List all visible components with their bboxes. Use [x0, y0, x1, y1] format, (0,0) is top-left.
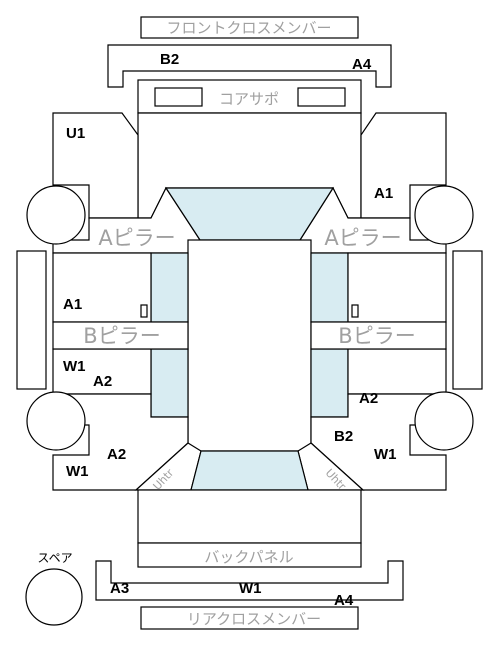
damage-code-rear-left-a2: A2 [107, 446, 126, 463]
rear-cross-member-box[interactable] [140, 606, 359, 630]
left-side-step[interactable] [16, 250, 47, 390]
front-cross-member-box[interactable] [140, 16, 359, 39]
core-support-label: コアサポ [219, 90, 279, 108]
right-front-fender[interactable] [360, 112, 447, 219]
rear-cross-member-label: リアクロスメンバー [187, 610, 321, 628]
front-bumper-panel[interactable] [107, 44, 392, 88]
rear-left-wheel[interactable] [26, 391, 86, 451]
left-front-door[interactable] [52, 252, 152, 323]
front-left-wheel[interactable] [26, 185, 86, 245]
damage-code-left-w1: W1 [63, 358, 86, 375]
back-panel[interactable] [137, 542, 362, 568]
damage-code-front-a4: A4 [352, 56, 372, 73]
right-front-door[interactable] [347, 252, 447, 323]
roof-panel[interactable] [187, 239, 312, 452]
rear-bumper-panel[interactable] [95, 560, 404, 601]
damage-code-right-b2: B2 [334, 428, 353, 445]
right-headlight [297, 87, 346, 107]
spare-tire-label: スペア [37, 551, 72, 565]
damage-code-front-b2: B2 [160, 51, 179, 68]
trunk-lid[interactable] [137, 489, 362, 544]
back-panel-label: バックパネル [204, 548, 293, 566]
right-b-pillar[interactable] [310, 321, 447, 350]
damage-code-left-a1: A1 [63, 296, 82, 313]
right-a-pillar-label: Aピラー [324, 226, 401, 250]
left-rear-door[interactable] [52, 348, 152, 395]
left-headlight [154, 87, 203, 107]
front-right-wheel[interactable] [414, 185, 474, 245]
spare-tire[interactable] [25, 568, 83, 626]
front-cross-member-label: フロントクロスメンバー [166, 19, 331, 37]
damage-code-u1: U1 [66, 125, 85, 142]
left-b-pillar[interactable] [52, 321, 189, 350]
damage-code-bottom-a3: A3 [110, 580, 129, 597]
rear-window-glass[interactable] [190, 450, 309, 491]
right-rear-door[interactable] [347, 348, 447, 395]
left-front-door-handle [140, 304, 148, 318]
damage-code-right-a2: A2 [359, 390, 378, 407]
right-b-pillar-label: Bピラー [338, 324, 415, 348]
right-front-door-glass[interactable] [310, 252, 349, 323]
left-b-pillar-label: Bピラー [83, 324, 160, 348]
damage-code-rear-left-w1: W1 [66, 463, 89, 480]
damage-code-right-a1: A1 [374, 185, 393, 202]
left-rear-door-glass[interactable] [150, 348, 189, 418]
rear-right-wheel[interactable] [414, 391, 474, 451]
damage-code-rear-right-w1: W1 [374, 446, 397, 463]
right-front-door-handle [351, 304, 359, 318]
left-a-pillar-label: Aピラー [98, 226, 175, 250]
damage-code-left-a2: A2 [93, 373, 112, 390]
damage-code-bottom-w1: W1 [239, 580, 262, 597]
right-side-step[interactable] [452, 250, 483, 390]
damage-code-bottom-a4: A4 [334, 592, 354, 609]
right-rear-door-glass[interactable] [310, 348, 349, 418]
left-front-door-glass[interactable] [150, 252, 189, 323]
